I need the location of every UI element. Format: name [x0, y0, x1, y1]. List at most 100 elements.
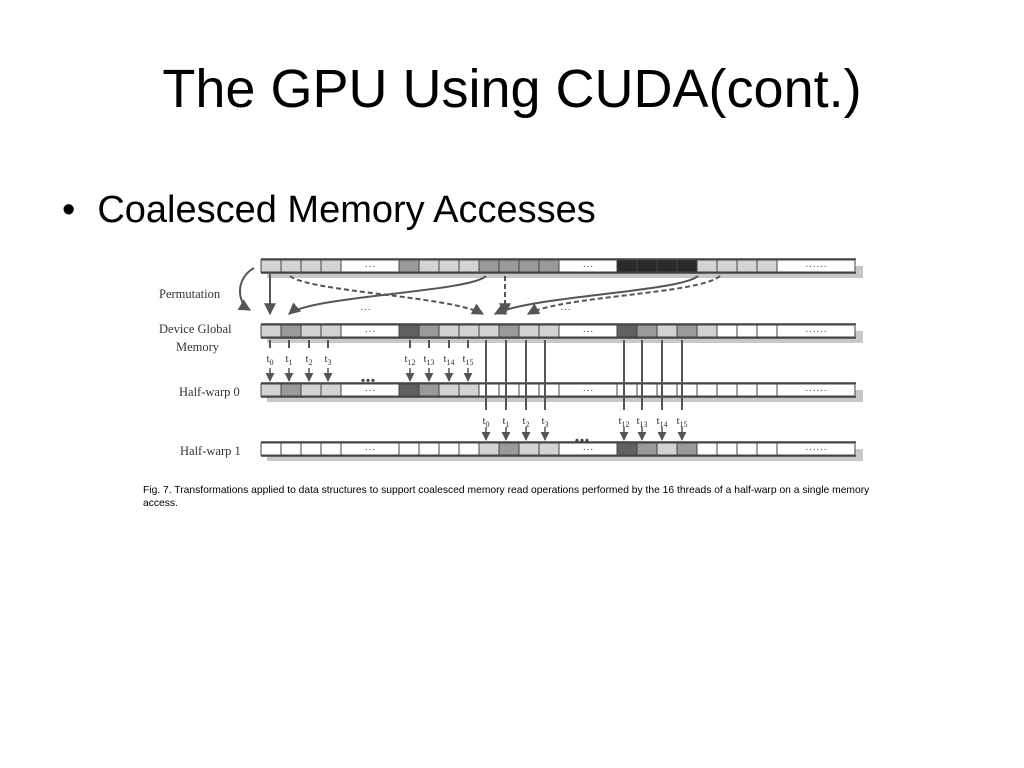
memory-cell	[656, 259, 678, 273]
memory-cell	[696, 442, 718, 456]
memory-cell	[776, 442, 856, 456]
cell-ellipsis: ······	[805, 261, 827, 273]
memory-cell	[260, 324, 282, 338]
memory-cell	[716, 442, 738, 456]
memory-cell	[656, 324, 678, 338]
thread-ellipsis-hw1: ...	[575, 425, 590, 447]
memory-cell	[756, 324, 778, 338]
memory-cell	[418, 442, 440, 456]
memory-cell	[300, 259, 322, 273]
permutation-arrow-1	[288, 275, 487, 315]
coalesced-memory-figure: Permutation Device Global Memory Half-wa…	[150, 252, 870, 472]
permutation-arrow-2	[493, 275, 699, 315]
memory-cell	[616, 383, 638, 397]
arrow-ellipsis: ···	[560, 304, 571, 316]
memory-cell	[756, 442, 778, 456]
memory-cell	[696, 383, 718, 397]
memory-cell	[776, 383, 856, 397]
cell-ellipsis: ···	[583, 385, 594, 397]
memory-row-2: ············	[260, 382, 863, 402]
cell-ellipsis: ······	[805, 326, 827, 338]
memory-cell	[498, 442, 520, 456]
label-half-warp-0: Half-warp 0	[179, 385, 240, 399]
memory-cell	[438, 324, 460, 338]
figure-diagram: Permutation Device Global Memory Half-wa…	[159, 258, 863, 461]
memory-rows: ········································…	[260, 258, 863, 461]
memory-cell	[636, 324, 658, 338]
memory-cell	[716, 383, 738, 397]
memory-cell	[260, 383, 282, 397]
cell-ellipsis: ···	[365, 261, 376, 273]
memory-cell	[518, 383, 540, 397]
memory-cell	[538, 259, 560, 273]
memory-cell	[616, 442, 638, 456]
permutation-bracket	[237, 267, 255, 311]
cell-ellipsis: ···	[365, 326, 376, 338]
figure-caption: Fig. 7. Transformations applied to data …	[143, 485, 870, 510]
memory-cell	[320, 383, 342, 397]
memory-cell	[280, 383, 302, 397]
memory-cell	[696, 324, 718, 338]
connectors: ··· ···	[264, 274, 721, 441]
memory-cell	[676, 442, 698, 456]
cell-ellipsis: ···	[583, 444, 594, 456]
memory-cell	[320, 442, 342, 456]
memory-cell	[756, 259, 778, 273]
memory-cell	[676, 259, 698, 273]
cell-ellipsis: ···	[583, 261, 594, 273]
memory-cell	[300, 324, 322, 338]
memory-cell	[320, 259, 342, 273]
memory-cell	[616, 259, 638, 273]
memory-cell	[716, 259, 738, 273]
thread-label-hw0: t13	[423, 353, 434, 367]
memory-cell	[300, 383, 322, 397]
memory-cell	[538, 383, 560, 397]
memory-cell	[636, 383, 658, 397]
memory-cell	[498, 324, 520, 338]
memory-cell	[260, 259, 282, 273]
thread-label-hw1: t13	[636, 415, 647, 429]
memory-cell	[458, 383, 480, 397]
memory-cell	[320, 324, 342, 338]
memory-cell	[438, 383, 460, 397]
thread-label-hw0: t1	[285, 353, 292, 367]
memory-cell	[736, 442, 758, 456]
thread-label-hw1: t3	[541, 415, 548, 429]
cell-ellipsis: ···	[365, 444, 376, 456]
memory-cell	[260, 442, 282, 456]
thread-label-hw1: t15	[676, 415, 687, 429]
thread-label-hw1: t2	[522, 415, 529, 429]
label-device-global-2: Memory	[176, 340, 220, 354]
memory-cell	[696, 259, 718, 273]
cell-ellipsis: ······	[805, 444, 827, 456]
memory-cell	[636, 442, 658, 456]
cell-ellipsis: ······	[805, 385, 827, 397]
memory-cell	[636, 259, 658, 273]
memory-cell	[676, 383, 698, 397]
memory-cell	[438, 442, 460, 456]
memory-cell	[776, 259, 856, 273]
memory-cell	[716, 324, 738, 338]
memory-cell	[776, 324, 856, 338]
slide-title: The GPU Using CUDA(cont.)	[162, 59, 862, 119]
label-half-warp-1: Half-warp 1	[180, 444, 241, 458]
memory-cell	[458, 259, 480, 273]
memory-cell	[280, 259, 302, 273]
thread-label-hw1: t0	[482, 415, 489, 429]
memory-cell	[498, 259, 520, 273]
bullet-marker: •	[62, 189, 76, 231]
label-permutation: Permutation	[159, 287, 221, 301]
memory-cell	[300, 442, 322, 456]
memory-cell	[478, 442, 500, 456]
memory-cell	[458, 324, 480, 338]
memory-cell	[538, 442, 560, 456]
thread-label-hw0: t2	[305, 353, 312, 367]
memory-cell	[518, 442, 540, 456]
bullet-text: Coalesced Memory Accesses	[97, 189, 596, 231]
thread-label-hw0: t14	[443, 353, 454, 367]
memory-cell	[438, 259, 460, 273]
memory-cell	[418, 324, 440, 338]
thread-label-hw0: t12	[404, 353, 415, 367]
thread-label-hw1: t1	[502, 415, 509, 429]
